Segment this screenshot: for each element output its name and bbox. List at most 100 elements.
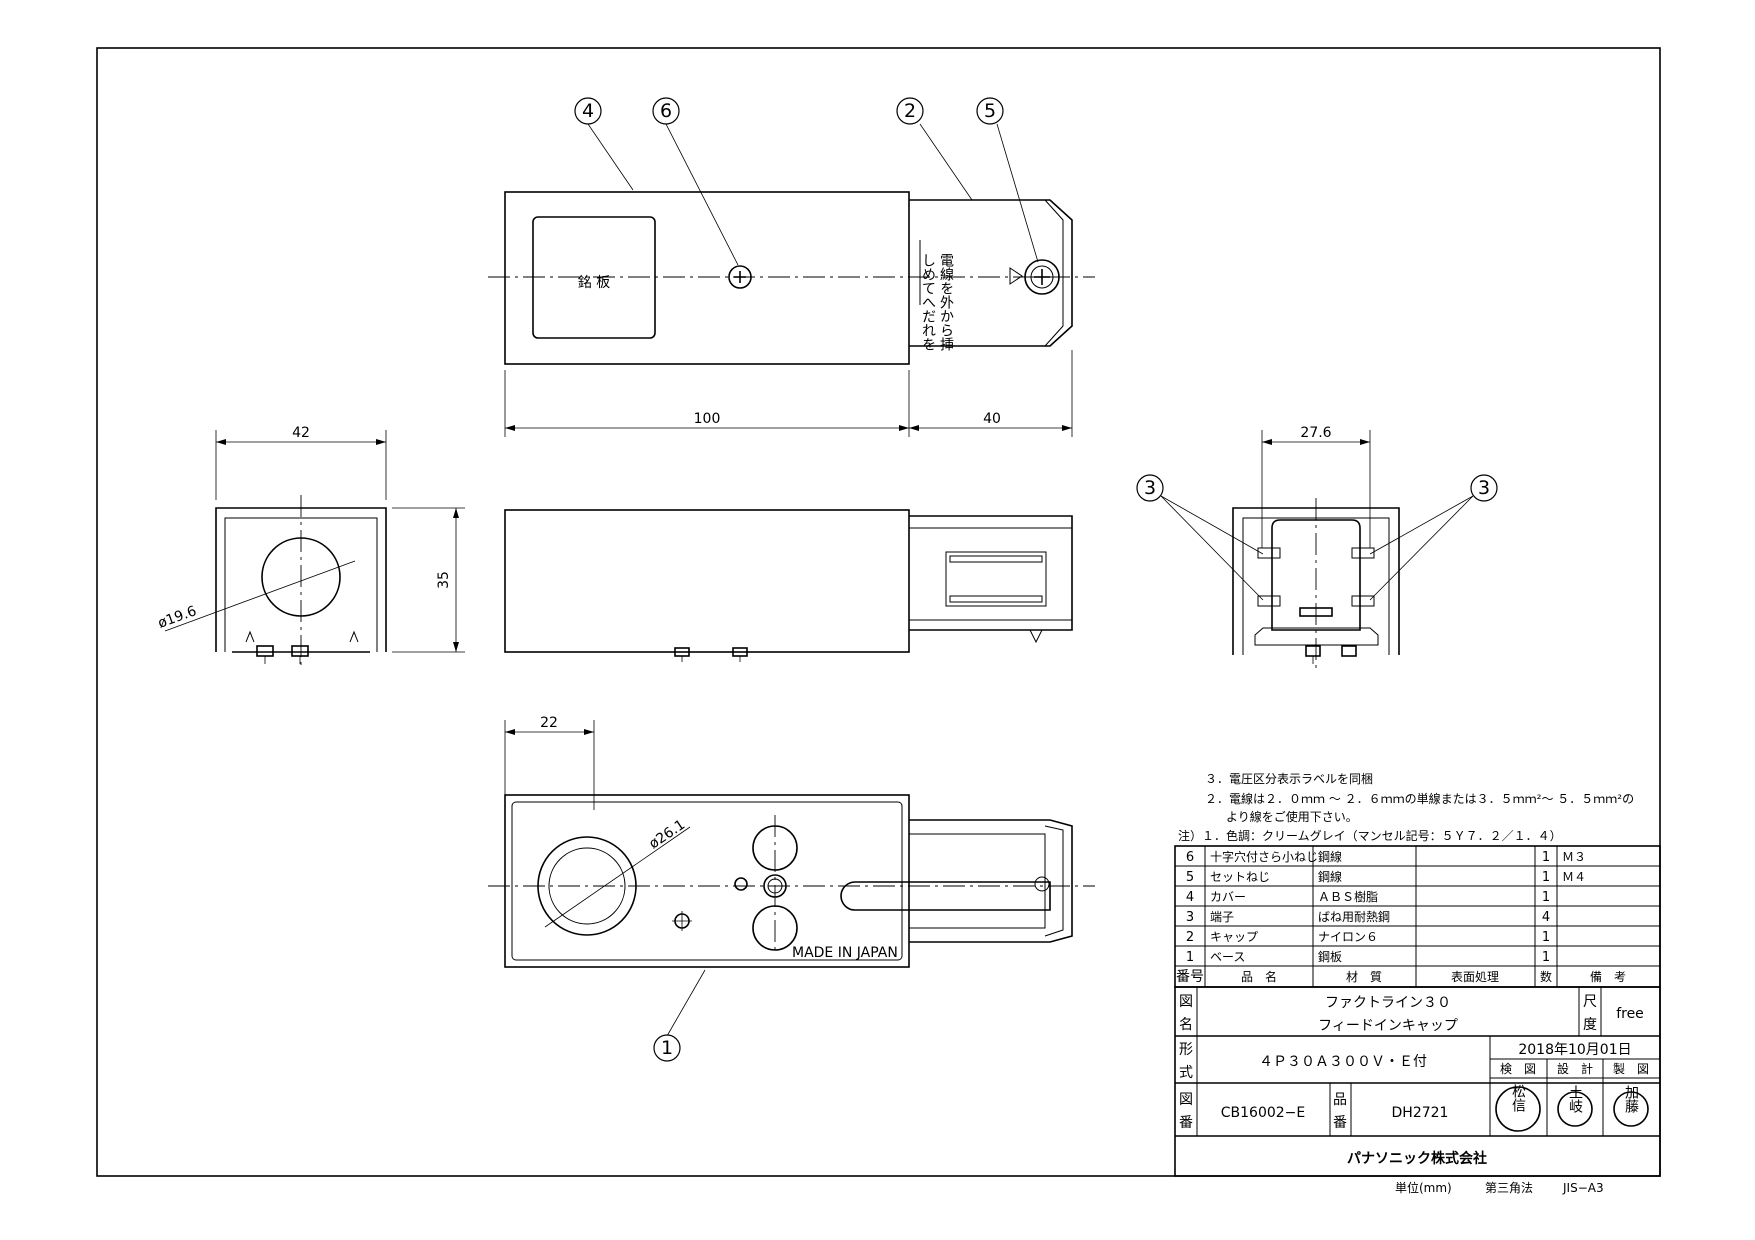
parts-no: 3 (1186, 910, 1194, 925)
title-block: 図 名 ファクトライン３０ フィードインキャップ 尺 度 free 形 式 ４Ｐ… (1174, 986, 1661, 1177)
made-in-japan: MADE IN JAPAN (792, 945, 898, 961)
dim-35: 35 (436, 571, 452, 589)
parts-row: 3 端子 ばね用耐熱鋼 4 (1186, 910, 1550, 925)
label-zuban-2: 番 (1179, 1115, 1193, 1131)
screw-6-icon (728, 265, 752, 289)
stamp-draft: 加藤 (1613, 1085, 1649, 1127)
parts-no: 6 (1186, 850, 1194, 865)
bottom-dimensions: 22 (504, 715, 595, 810)
parts-name: セットねじ (1210, 870, 1270, 884)
top-view: 銘 板 しめてへだれを 電線を外から挿 (488, 191, 1095, 365)
parts-material: 鋼線 (1318, 869, 1342, 884)
label-zumei-2: 名 (1179, 1017, 1193, 1033)
parts-no: 2 (1186, 930, 1194, 945)
header-qty: 数 (1540, 969, 1552, 984)
dim-27-6: 27.6 (1300, 425, 1331, 441)
header-no: 番号 (1176, 969, 1204, 985)
balloon-2: 2 (904, 100, 916, 122)
header-remarks: 備 考 (1590, 969, 1626, 984)
label-check: 検 図 (1500, 1062, 1536, 1076)
right-end-view (1232, 498, 1400, 668)
parts-material: 鋼線 (1318, 849, 1342, 864)
notes: ３．電圧区分表示ラベルを同梱 ２．電線は２．０ｍｍ ～ ２．６ｍｍの単線または３… (1178, 772, 1634, 843)
parts-name: ベース (1210, 950, 1245, 964)
dim-40: 40 (983, 411, 1001, 427)
parts-row: 5 セットねじ 鋼線 1 Ｍ４ (1186, 869, 1586, 885)
header-name: 品 名 (1241, 969, 1277, 984)
note-3: ３．電圧区分表示ラベルを同梱 (1205, 772, 1373, 786)
top-dimensions: 100 40 (504, 350, 1073, 437)
parts-qty: 4 (1542, 910, 1550, 925)
parts-qty: 1 (1542, 870, 1550, 885)
label-draft: 製 図 (1613, 1062, 1649, 1076)
top-balloons: 4 6 2 5 (574, 97, 1039, 266)
front-side-view (504, 509, 1073, 662)
parts-material: ばね用耐熱鋼 (1318, 910, 1390, 924)
stamp-draft-text: 加藤 (1623, 1085, 1639, 1114)
parts-material: 鋼板 (1318, 950, 1342, 964)
parts-remarks: Ｍ４ (1562, 870, 1586, 884)
right-balloons: 3 3 (1136, 474, 1498, 601)
parts-material: ＡＢＳ樹脂 (1318, 889, 1378, 904)
label-zumei-1: 図 (1179, 994, 1193, 1010)
parts-qty: 1 (1542, 890, 1550, 905)
dim-19-6: ø19.6 (156, 603, 199, 632)
parts-name: 端子 (1210, 910, 1234, 924)
model-number: ４Ｐ３０Ａ３００Ｖ・Ｅ付 (1259, 1054, 1427, 1070)
sheet-border (96, 47, 1661, 1177)
note-2b: より線をご使用下さい。 (1226, 809, 1358, 824)
company-name: パナソニック株式会社 (1347, 1150, 1487, 1167)
screw-5-icon (1024, 259, 1060, 295)
stamp-design-text: 土岐 (1567, 1085, 1583, 1113)
footer-unit: 単位(mm) (1395, 1180, 1452, 1195)
label-design: 設 計 (1557, 1061, 1593, 1076)
parts-remarks: Ｍ３ (1562, 850, 1586, 864)
dim-42: 42 (292, 425, 310, 441)
label-zuban-1: 図 (1179, 1092, 1193, 1108)
parts-no: 5 (1186, 870, 1194, 885)
parts-header: 番号 品 名 材 質 表面処理 数 備 考 (1176, 969, 1626, 985)
parts-material: ナイロン６ (1318, 930, 1378, 944)
drawing-title-1: ファクトライン３０ (1325, 995, 1451, 1011)
parts-no: 4 (1186, 890, 1194, 905)
right-dimensions: 27.6 (1261, 425, 1371, 548)
footer: 単位(mm) 第三角法 JIS−A3 (1395, 1180, 1604, 1195)
scale-value: free (1616, 1006, 1644, 1022)
note-1: 注）１．色調：クリームグレイ（マンセル記号：５Ｙ７．２／１．４） (1178, 828, 1562, 843)
dim-26-1: ø26.1 (646, 817, 688, 852)
label-scale-1: 尺 (1583, 994, 1597, 1010)
balloon-4: 4 (582, 100, 594, 122)
cap-text-2: 電線を外から挿 (938, 253, 954, 352)
parts-name: キャップ (1210, 930, 1258, 944)
parts-row: 4 カバー ＡＢＳ樹脂 1 (1186, 889, 1550, 905)
dim-22: 22 (540, 715, 558, 731)
parts-name: カバー (1210, 890, 1246, 904)
parts-qty: 1 (1542, 930, 1550, 945)
parts-row: 1 ベース 鋼板 1 (1186, 950, 1550, 965)
stamp-check-text: 松信 (1510, 1084, 1526, 1112)
part-number: DH2721 (1392, 1105, 1449, 1121)
stamp-design: 土岐 (1557, 1085, 1593, 1127)
header-material: 材 質 (1346, 969, 1382, 984)
left-dimensions: 42 35 (215, 425, 465, 653)
footer-size: JIS−A3 (1562, 1181, 1604, 1195)
left-side-view: ø19.6 (156, 495, 387, 665)
drawing-number: CB16002−E (1221, 1105, 1306, 1121)
label-keishiki-1: 形 (1179, 1042, 1193, 1058)
parts-row: 2 キャップ ナイロン６ 1 (1186, 930, 1550, 945)
balloon-5: 5 (984, 100, 996, 122)
drawing-date: 2018年10月01日 (1518, 1042, 1631, 1058)
label-keishiki-2: 式 (1179, 1065, 1193, 1081)
label-hinban-2: 番 (1333, 1115, 1347, 1131)
footer-projection: 第三角法 (1485, 1181, 1533, 1195)
parts-name: 十字穴付さら小ねじ (1210, 849, 1318, 864)
balloon-6: 6 (660, 100, 672, 122)
bottom-balloon: 1 (653, 969, 706, 1062)
balloon-1: 1 (661, 1037, 673, 1059)
parts-qty: 1 (1542, 850, 1550, 865)
balloon-3-right: 3 (1478, 477, 1490, 499)
parts-qty: 1 (1542, 950, 1550, 965)
balloon-3-left: 3 (1144, 477, 1156, 499)
nameplate-label: 銘 板 (578, 275, 610, 291)
